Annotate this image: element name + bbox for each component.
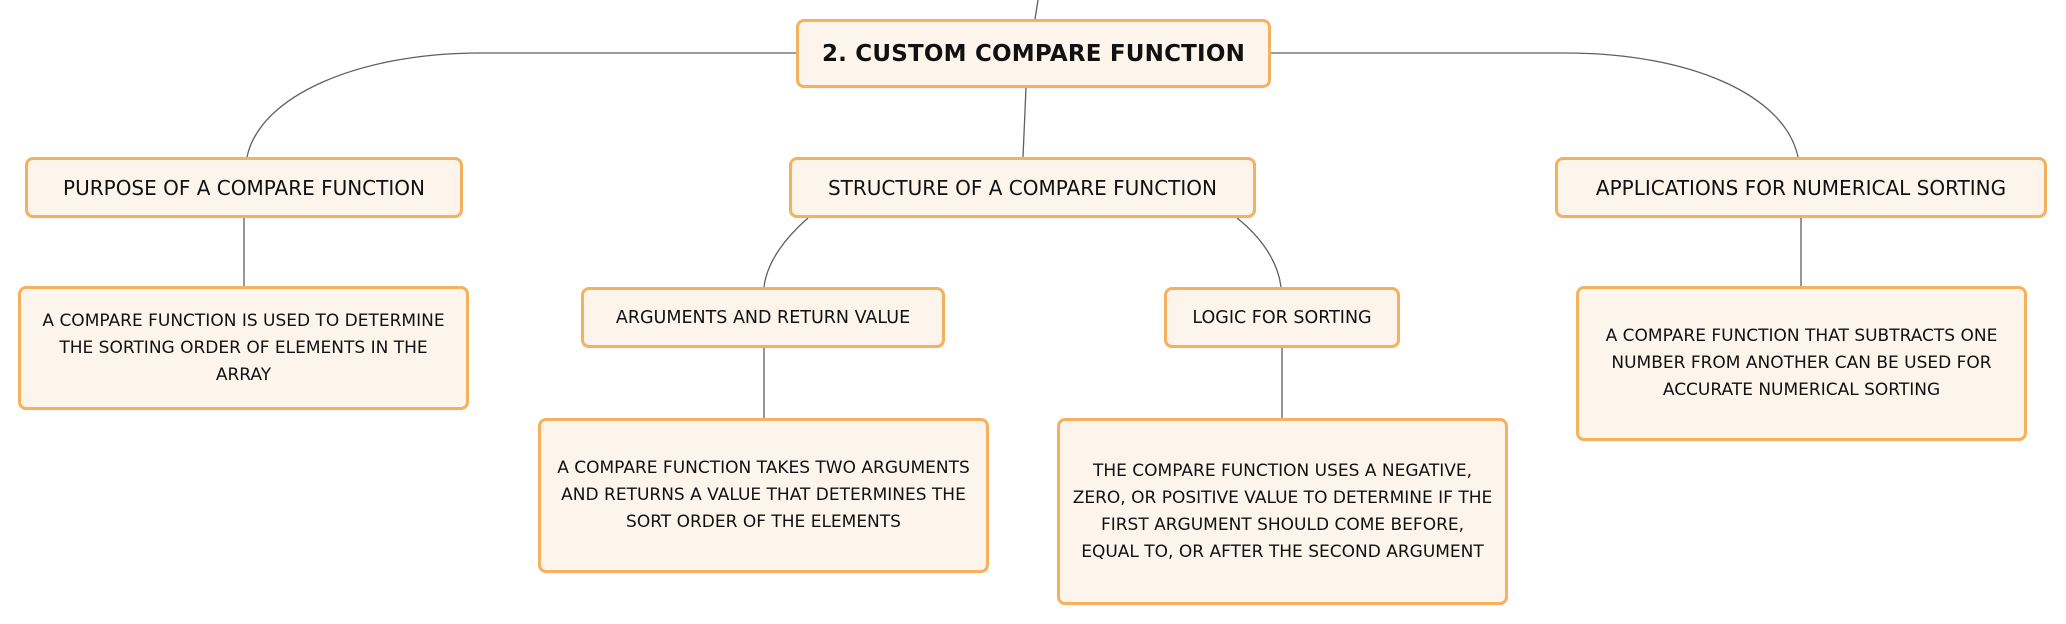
- connector-root-to-structure: [1022, 87, 1027, 158]
- root-node-label: 2. CUSTOM COMPARE FUNCTION: [821, 40, 1246, 67]
- connector-root-to-purpose: [246, 52, 796, 158]
- applications-description-node: A COMPARE FUNCTION THAT SUBTRACTS ONE NU…: [1576, 286, 2027, 441]
- logic-node: LOGIC FOR SORTING: [1164, 287, 1400, 348]
- purpose-description-node: A COMPARE FUNCTION IS USED TO DETERMINE …: [18, 286, 469, 410]
- purpose-node-label: PURPOSE OF A COMPARE FUNCTION: [63, 175, 425, 200]
- arguments-node: ARGUMENTS AND RETURN VALUE: [581, 287, 945, 348]
- connector-structure-to-logic: [1236, 217, 1282, 288]
- connector-root-incoming: [1034, 0, 1039, 20]
- root-node: 2. CUSTOM COMPARE FUNCTION: [796, 19, 1271, 88]
- connector-root-to-applications: [1271, 52, 1799, 158]
- logic-description-text: THE COMPARE FUNCTION USES A NEGATIVE, ZE…: [1072, 460, 1493, 562]
- logic-description-node: THE COMPARE FUNCTION USES A NEGATIVE, ZE…: [1057, 418, 1508, 605]
- purpose-node: PURPOSE OF A COMPARE FUNCTION: [25, 157, 463, 218]
- applications-node-label: APPLICATIONS FOR NUMERICAL SORTING: [1595, 175, 2007, 200]
- structure-node-label: STRUCTURE OF A COMPARE FUNCTION: [827, 175, 1217, 200]
- applications-node: APPLICATIONS FOR NUMERICAL SORTING: [1555, 157, 2047, 218]
- connector-structure-to-arguments: [763, 217, 809, 288]
- applications-description-text: A COMPARE FUNCTION THAT SUBTRACTS ONE NU…: [1605, 326, 1998, 400]
- structure-node: STRUCTURE OF A COMPARE FUNCTION: [789, 157, 1256, 218]
- arguments-node-label: ARGUMENTS AND RETURN VALUE: [615, 307, 911, 328]
- arguments-description-text: A COMPARE FUNCTION TAKES TWO ARGUMENTS A…: [557, 458, 970, 532]
- logic-node-label: LOGIC FOR SORTING: [1192, 307, 1372, 328]
- purpose-description-text: A COMPARE FUNCTION IS USED TO DETERMINE …: [42, 310, 445, 385]
- arguments-description-node: A COMPARE FUNCTION TAKES TWO ARGUMENTS A…: [538, 418, 989, 573]
